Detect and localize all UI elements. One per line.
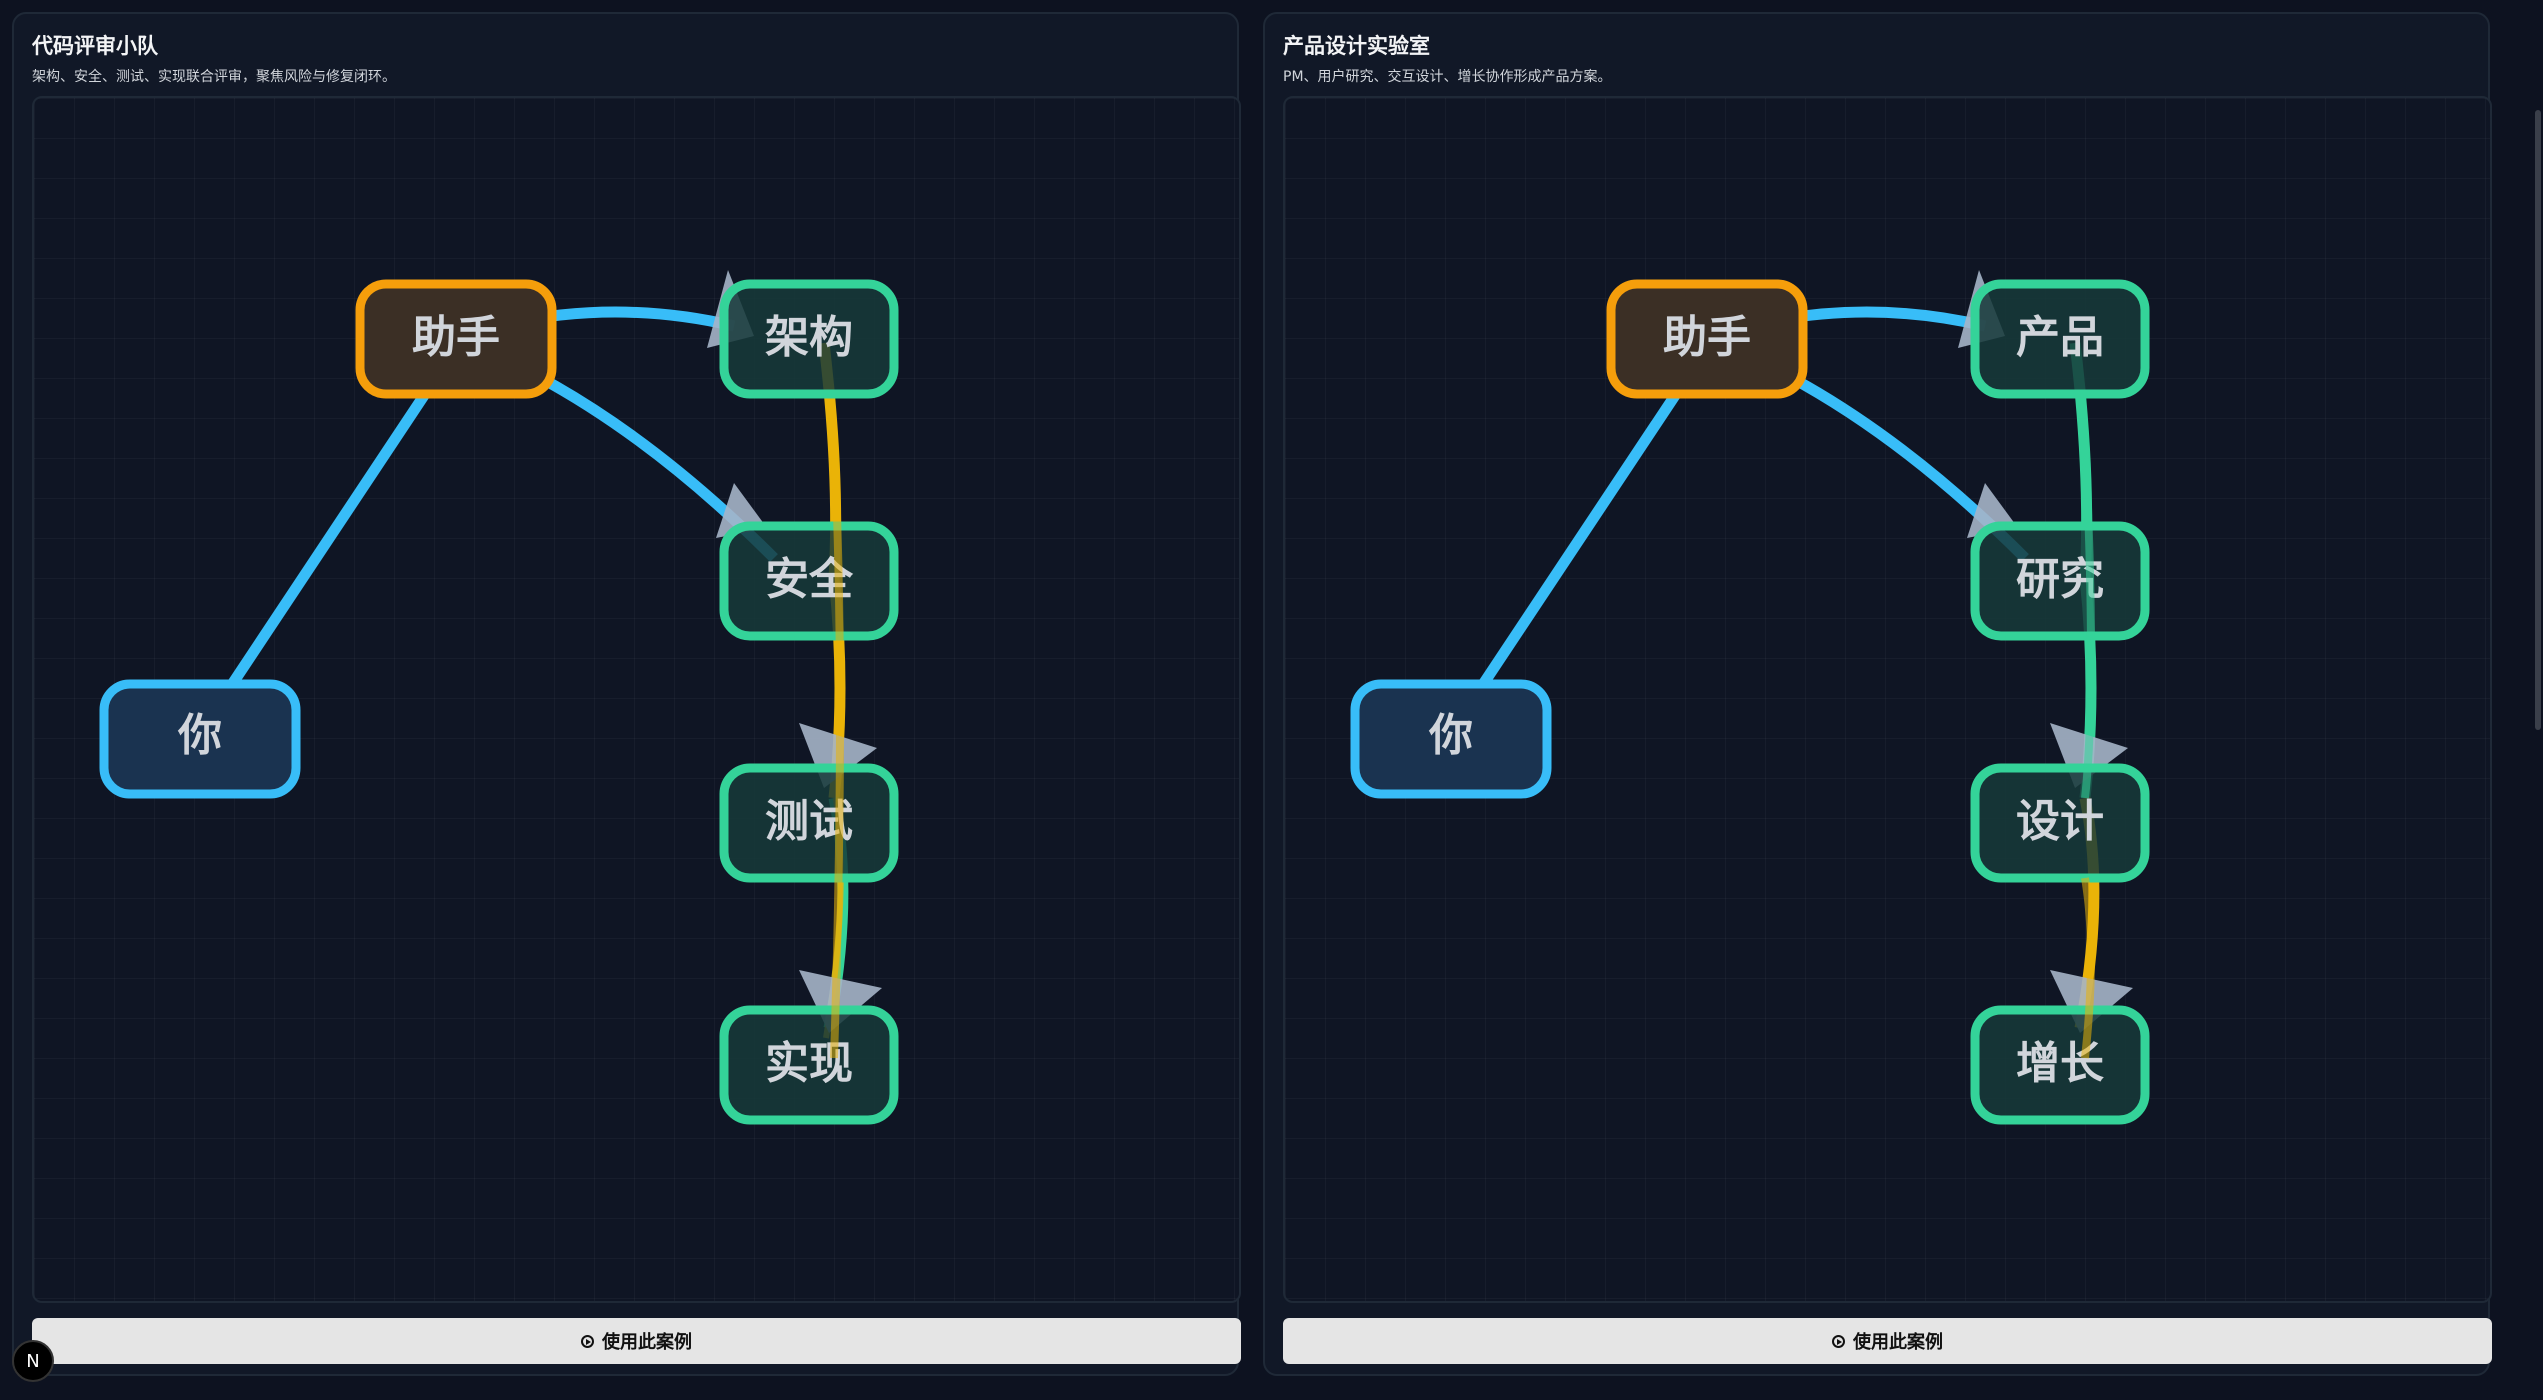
node-agent-d[interactable]: 增长 [1970, 1005, 2150, 1125]
play-circle-icon [581, 1334, 594, 1348]
chain-overlay [2081, 437, 2095, 799]
team-card-product-lab: 产品设计实验室 PM、用户研究、交互设计、增长协作形成产品方案。 [1263, 12, 2492, 1376]
node-agent-b[interactable]: 安全 [719, 521, 899, 641]
node-label: 增长 [2016, 1038, 2104, 1089]
team-graph-canvas[interactable]: 你 助手 产品 研究 设计 增长 [1283, 96, 2492, 1303]
node-agent-a[interactable]: 产品 [1970, 279, 2150, 399]
use-case-button-label: 使用此案例 [1853, 1332, 1943, 1353]
arrowhead-icon [799, 970, 882, 1033]
play-circle-icon [1832, 1334, 1845, 1348]
scrollbar-thumb[interactable] [2535, 110, 2541, 730]
node-agent-c[interactable]: 测试 [719, 763, 899, 883]
team-graph: 你 助手 架构 安全 测试 实现 [99, 270, 899, 1125]
use-case-button-label: 使用此案例 [602, 1332, 692, 1353]
team-graph: 你 助手 产品 研究 设计 增长 [1350, 270, 2150, 1125]
node-label: 助手 [412, 312, 500, 363]
node-label: 你 [177, 710, 222, 761]
node-assistant[interactable]: 助手 [355, 279, 557, 399]
chain-overlay [830, 437, 844, 1059]
node-you[interactable]: 你 [1350, 679, 1552, 799]
node-label: 设计 [2016, 796, 2104, 847]
node-label: 助手 [1663, 312, 1751, 363]
node-agent-c[interactable]: 设计 [1970, 763, 2150, 883]
team-card-code-review: 代码评审小队 架构、安全、测试、实现联合评审，聚焦风险与修复闭环。 [12, 12, 1241, 1376]
team-graph-canvas[interactable]: 你 助手 架构 安全 测试 实现 [32, 96, 1241, 1303]
node-label: 架构 [765, 312, 853, 363]
node-label: 产品 [2016, 312, 2104, 363]
node-label: 你 [1428, 710, 1473, 761]
node-agent-a[interactable]: 架构 [719, 279, 899, 399]
node-agent-b[interactable]: 研究 [1970, 521, 2150, 641]
edge-you-assistant [1444, 350, 1705, 740]
card-title: 代码评审小队 [32, 34, 158, 58]
card-description: 架构、安全、测试、实现联合评审，聚焦风险与修复闭环。 [32, 69, 396, 85]
chain-overlay [2081, 877, 2095, 1059]
node-assistant[interactable]: 助手 [1606, 279, 1808, 399]
card-description: PM、用户研究、交互设计、增长协作形成产品方案。 [1283, 69, 1612, 85]
use-case-button[interactable]: 使用此案例 [1283, 1318, 2492, 1364]
use-case-button[interactable]: 使用此案例 [32, 1318, 1241, 1364]
dev-badge-icon[interactable]: N [12, 1340, 54, 1382]
node-agent-d[interactable]: 实现 [719, 1005, 899, 1125]
edge-you-assistant [193, 350, 454, 740]
card-title: 产品设计实验室 [1283, 34, 1430, 58]
node-label: 实现 [765, 1038, 853, 1089]
node-you[interactable]: 你 [99, 679, 301, 799]
